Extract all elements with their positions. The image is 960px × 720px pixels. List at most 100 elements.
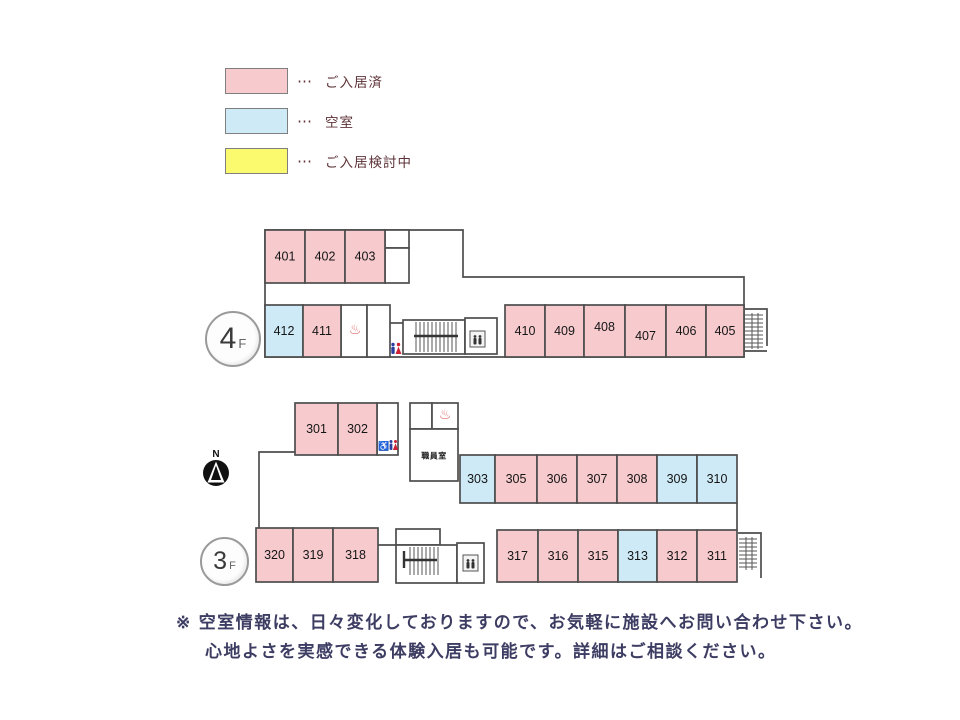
room-number-label: 406 — [676, 324, 697, 338]
room-401: 401 — [264, 229, 306, 284]
legend-swatch-considering — [225, 147, 288, 174]
room-number-label: 315 — [588, 549, 609, 563]
room-number-label: 313 — [627, 549, 648, 563]
rooms-3f: 301 302 303 305 306 307 308 309 310 320 319 318 317 3… — [255, 402, 738, 583]
room-301: 301 — [294, 402, 339, 456]
room-number-label: 307 — [587, 472, 608, 486]
room-number-label: 409 — [554, 324, 575, 338]
stair-landing — [395, 528, 441, 546]
stair-rail — [402, 551, 437, 568]
room-410: 410 — [504, 304, 546, 358]
room-number-label: 408 — [594, 320, 615, 334]
room-315: 315 — [577, 529, 619, 583]
room-411: 411 — [302, 304, 342, 358]
legend: ⋯ ご入居済 ⋯ 空室 ⋯ ご入居検討中 — [225, 67, 412, 174]
room-number-label: 312 — [667, 549, 688, 563]
room-316: 316 — [537, 529, 579, 583]
note-line-1: ※空室情報は、日々変化しておりますので、お気軽に施設へお問い合わせ下さい。 — [176, 613, 864, 633]
room-number-label: 309 — [667, 472, 688, 486]
room-310: 310 — [696, 454, 738, 504]
stair-treads — [739, 538, 757, 568]
room-320: 320 — [255, 527, 294, 583]
legend-swatch-vacant — [225, 107, 288, 134]
accessible-toilet-icon: ♿ — [378, 440, 399, 451]
stair-rails — [751, 313, 759, 349]
room-number-label: 306 — [547, 472, 568, 486]
room-number-label: 310 — [707, 472, 728, 486]
elevator-icon — [462, 554, 479, 572]
exterior-stairs — [745, 308, 768, 346]
room-number-label: 305 — [506, 472, 527, 486]
utility-room — [384, 247, 410, 284]
room-308: 308 — [616, 454, 658, 504]
stair-rails — [745, 537, 753, 570]
legend-label: ご入居検討中 — [325, 154, 412, 171]
room-307: 307 — [576, 454, 618, 504]
room-412: 412 — [264, 304, 304, 358]
room-number-label: 407 — [635, 329, 656, 343]
room-number-label: 320 — [264, 548, 285, 562]
legend-item-occupied: ⋯ ご入居済 — [225, 67, 412, 94]
room-318: 318 — [332, 527, 379, 583]
utility-room — [409, 402, 433, 430]
room-317: 317 — [496, 529, 539, 583]
room-number-label: 319 — [303, 548, 324, 562]
room-313: 313 — [617, 529, 658, 583]
room-312: 312 — [656, 529, 698, 583]
room-number-label: 402 — [315, 250, 336, 264]
svg-text:♿: ♿ — [378, 440, 389, 451]
room-402: 402 — [304, 229, 346, 284]
room-306: 306 — [536, 454, 578, 504]
room-405: 405 — [705, 304, 745, 358]
room-309: 309 — [656, 454, 698, 504]
room-number-label: 308 — [627, 472, 648, 486]
legend-item-vacant: ⋯ 空室 — [225, 107, 412, 134]
room-406: 406 — [665, 304, 707, 358]
room-302: 302 — [337, 402, 378, 456]
room-407: 407 — [624, 304, 667, 358]
room-305: 305 — [494, 454, 538, 504]
bath-icon: ♨ — [349, 321, 362, 337]
room-311: 311 — [696, 529, 738, 583]
room-409: 409 — [544, 304, 585, 358]
rooms-4f: 401 402 403 412 411 410 409 408 407 406 405 — [264, 229, 745, 358]
utility-room — [366, 304, 391, 358]
room-number-label: 318 — [345, 548, 366, 562]
room-number-label: 403 — [355, 250, 376, 264]
room-number-label: 302 — [347, 422, 368, 436]
legend-ellipsis: ⋯ — [297, 72, 313, 90]
floor-suffix: F — [229, 560, 236, 572]
room-number-label: 401 — [275, 250, 296, 264]
compass: N — [203, 449, 229, 486]
toilet-icon — [391, 342, 402, 354]
floor-number: 3 — [213, 547, 228, 575]
room-number-label: 316 — [548, 549, 569, 563]
room-number-label: 311 — [707, 549, 727, 563]
legend-swatch-occupied — [225, 67, 288, 94]
legend-item-considering: ⋯ ご入居検討中 — [225, 147, 412, 174]
legend-ellipsis: ⋯ — [297, 152, 313, 170]
floor-number: 4 — [219, 322, 237, 355]
room-number-label: 410 — [515, 324, 536, 338]
utility-room — [384, 229, 410, 249]
availability-note: ※空室情報は、日々変化しておりますので、お気軽に施設へお問い合わせ下さい。 心地… — [176, 609, 916, 667]
staff-room-label: 職員室 — [421, 451, 447, 461]
floor-suffix: F — [238, 336, 247, 351]
room-number-label: 412 — [274, 324, 295, 338]
stair-treads — [745, 314, 763, 348]
bath-icon: ♨ — [439, 406, 452, 422]
legend-label: 空室 — [325, 114, 354, 131]
room-number-label: 303 — [467, 472, 488, 486]
legend-label: ご入居済 — [325, 74, 383, 91]
exterior-stairs — [738, 532, 762, 578]
room-403: 403 — [344, 229, 386, 284]
compass-north-label: N — [212, 449, 219, 460]
legend-ellipsis: ⋯ — [297, 112, 313, 130]
staff-room — [409, 428, 459, 482]
note-marker: ※ — [176, 613, 192, 633]
room-number-label: 405 — [715, 324, 736, 338]
